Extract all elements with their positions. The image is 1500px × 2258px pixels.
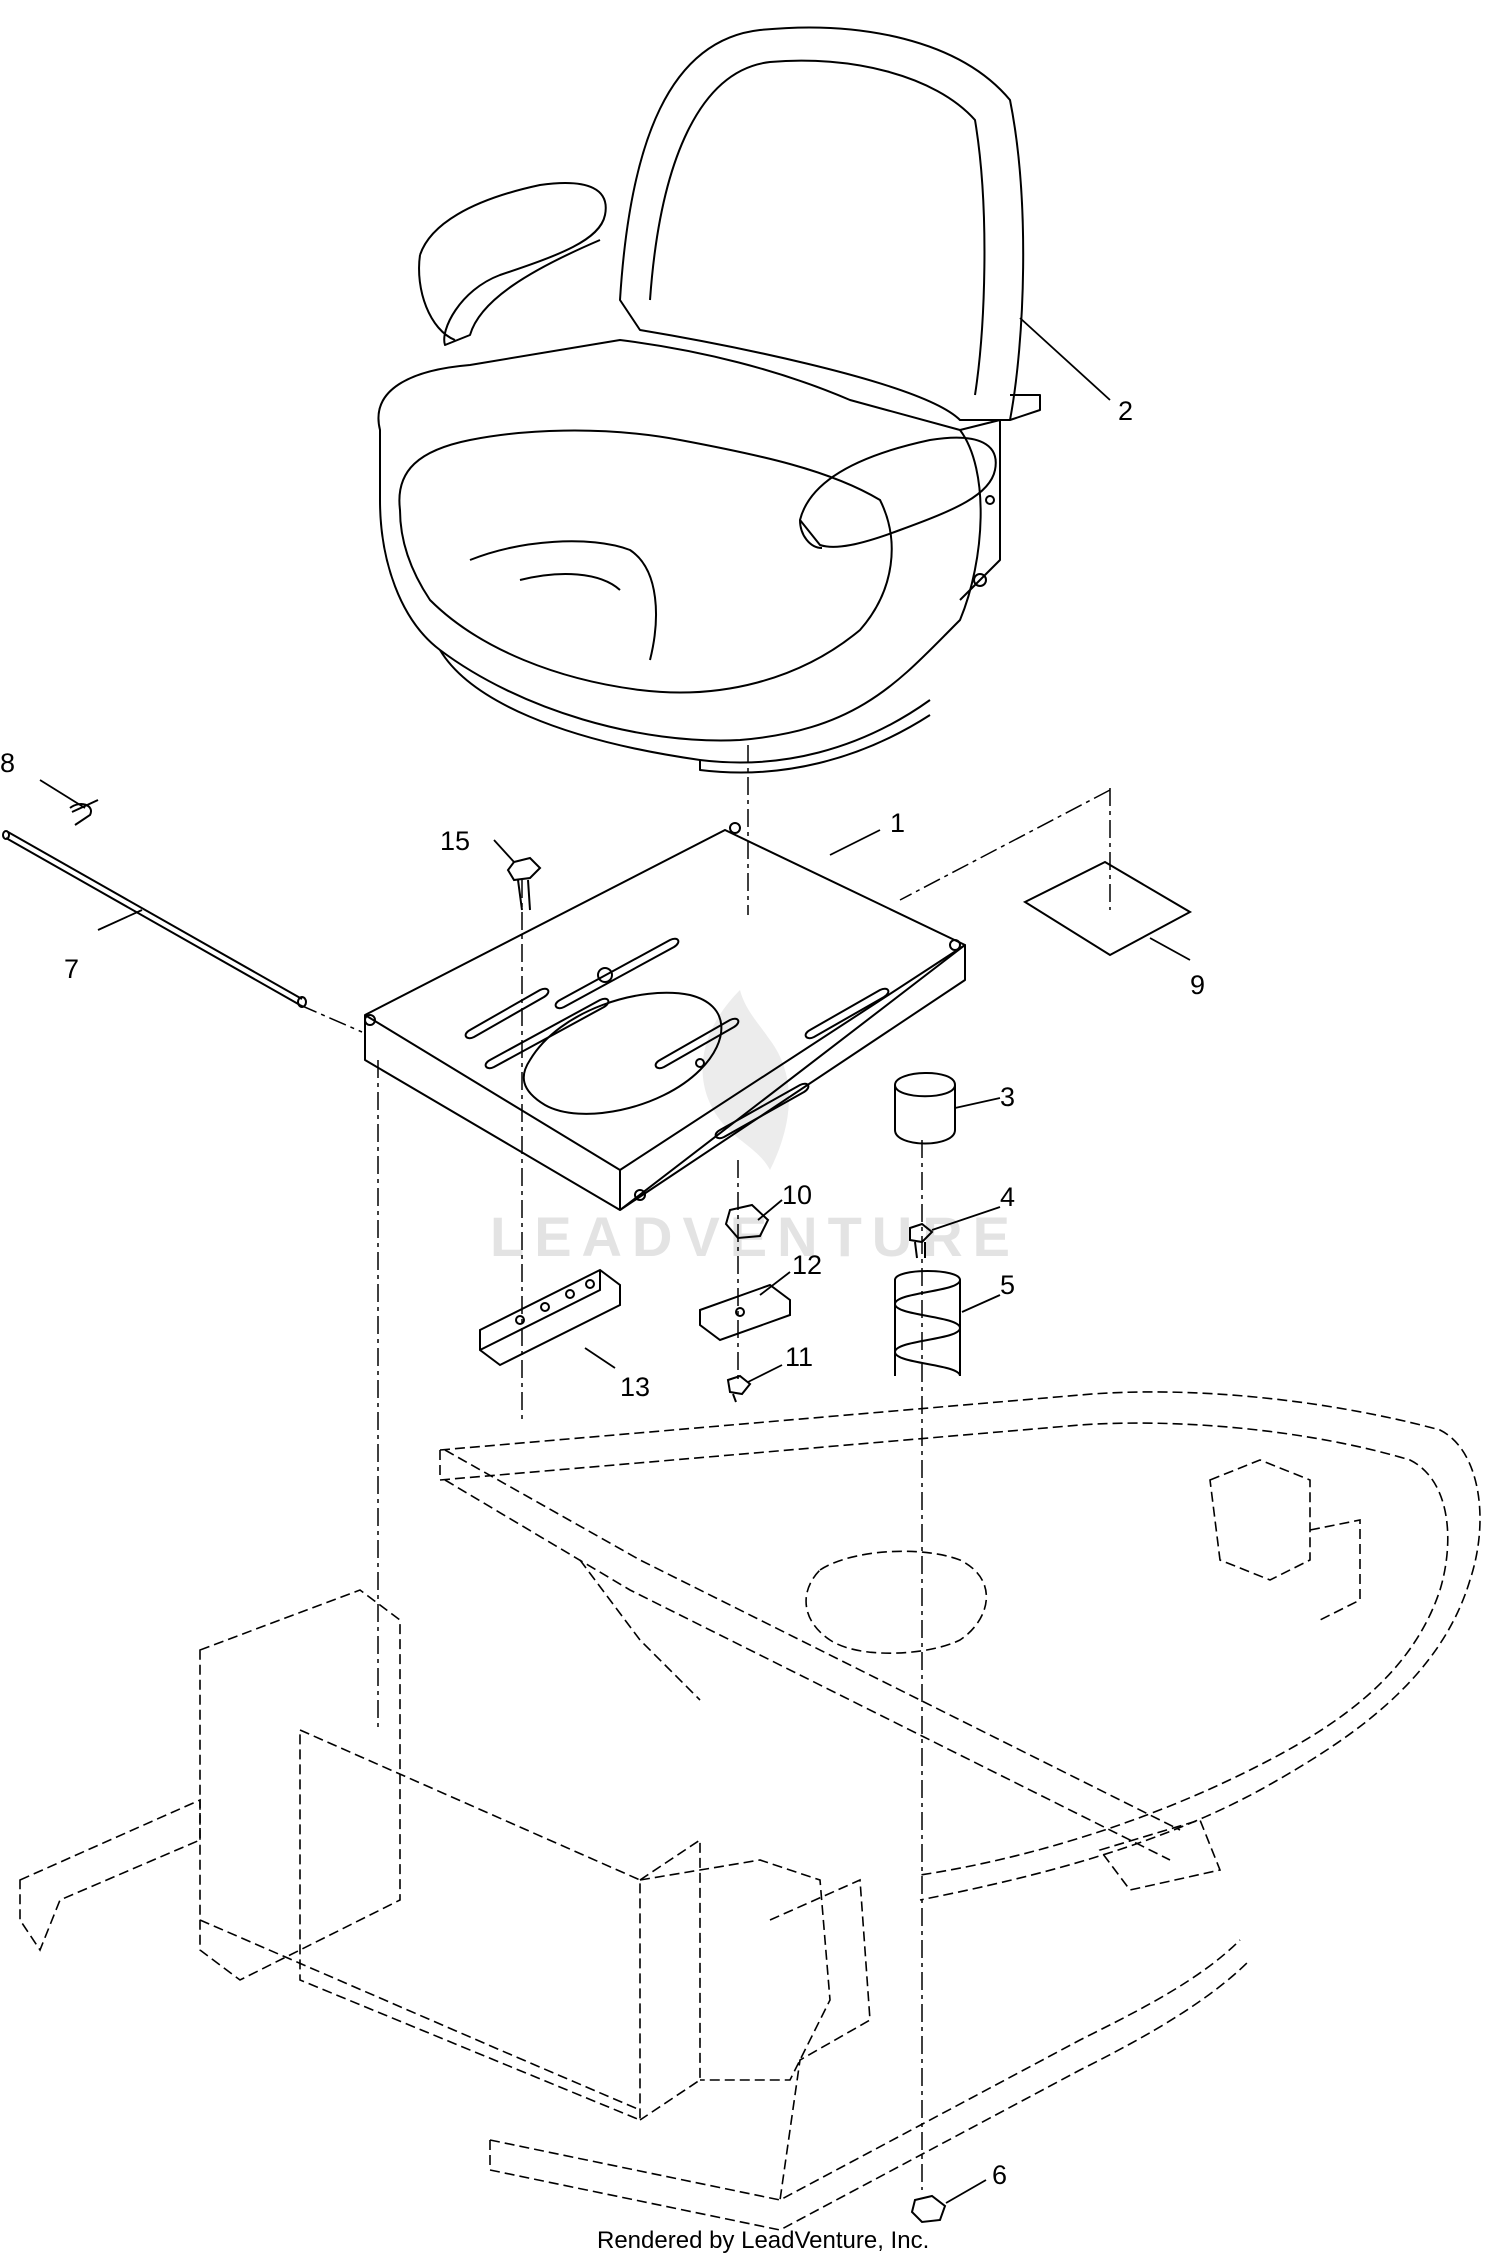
credit-text: Rendered by LeadVenture, Inc. (597, 2227, 929, 2254)
callout-11: 11 (785, 1342, 813, 1372)
decal (1022, 860, 1193, 957)
watermark: LEADVENTURE (490, 990, 1010, 1268)
callout-2: 2 (1118, 396, 1133, 426)
callout-6: 6 (992, 2160, 1007, 2190)
rod-and-pin (2, 799, 307, 1008)
seat-plate (364, 822, 966, 1211)
callout-15: 15 (440, 826, 470, 856)
callout-7: 7 (64, 954, 79, 984)
callout-3: 3 (1000, 1082, 1015, 1112)
alignment-lines (299, 745, 1111, 2190)
seat (377, 26, 1041, 774)
hardware (479, 856, 962, 2224)
callout-13: 13 (620, 1372, 650, 1402)
callout-labels: 1 2 3 4 5 6 7 8 9 10 11 12 13 15 (0, 396, 1205, 2190)
callout-1: 1 (890, 808, 905, 838)
callout-10: 10 (782, 1180, 812, 1210)
callout-12: 12 (792, 1250, 822, 1280)
watermark-logo (702, 990, 789, 1170)
callout-5: 5 (1000, 1270, 1015, 1300)
callout-leaders (39, 317, 1191, 2204)
frame (19, 1391, 1481, 2231)
callout-4: 4 (1000, 1182, 1015, 1212)
callout-8: 8 (0, 748, 15, 778)
callout-9: 9 (1190, 970, 1205, 1000)
